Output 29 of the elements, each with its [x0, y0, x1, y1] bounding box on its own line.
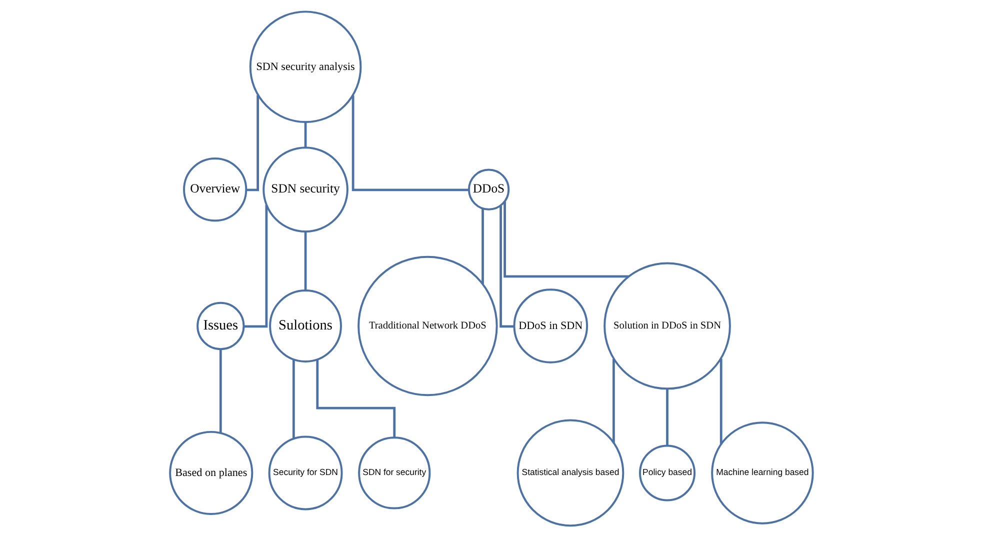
node-circle: SDN security analysis	[248, 10, 362, 123]
node-circle: Policy based	[638, 444, 696, 502]
connector	[316, 360, 396, 438]
connector	[304, 232, 306, 290]
node-circle: Overview	[182, 157, 247, 222]
node-circle: DDoS	[467, 168, 510, 210]
node-circle: SDN for security	[358, 436, 430, 510]
node-circle: Tradditional Network DDoS	[357, 256, 498, 396]
node-circle: Machine learning based	[710, 422, 814, 524]
connector	[612, 358, 614, 444]
connector	[481, 208, 484, 284]
connector	[218, 349, 222, 433]
connector	[246, 95, 258, 192]
connector	[499, 206, 514, 328]
connector	[243, 204, 268, 328]
node-circle: DDoS in SDN	[512, 288, 588, 364]
connector	[351, 95, 468, 192]
node-circle: Based on planes	[168, 430, 253, 516]
connector	[503, 202, 628, 278]
node-circle: SDN security	[262, 146, 348, 232]
node-circle: Security for SDN	[268, 436, 342, 510]
node-circle: Statistical analysis based	[516, 419, 624, 527]
node-circle: Solution in DDoS in SDN	[603, 262, 730, 390]
node-circle: Issues	[196, 302, 244, 350]
node-circle: Sulotions	[268, 290, 342, 362]
connector	[719, 358, 722, 444]
connector	[292, 360, 294, 439]
connector	[304, 122, 306, 148]
connector	[666, 388, 668, 446]
